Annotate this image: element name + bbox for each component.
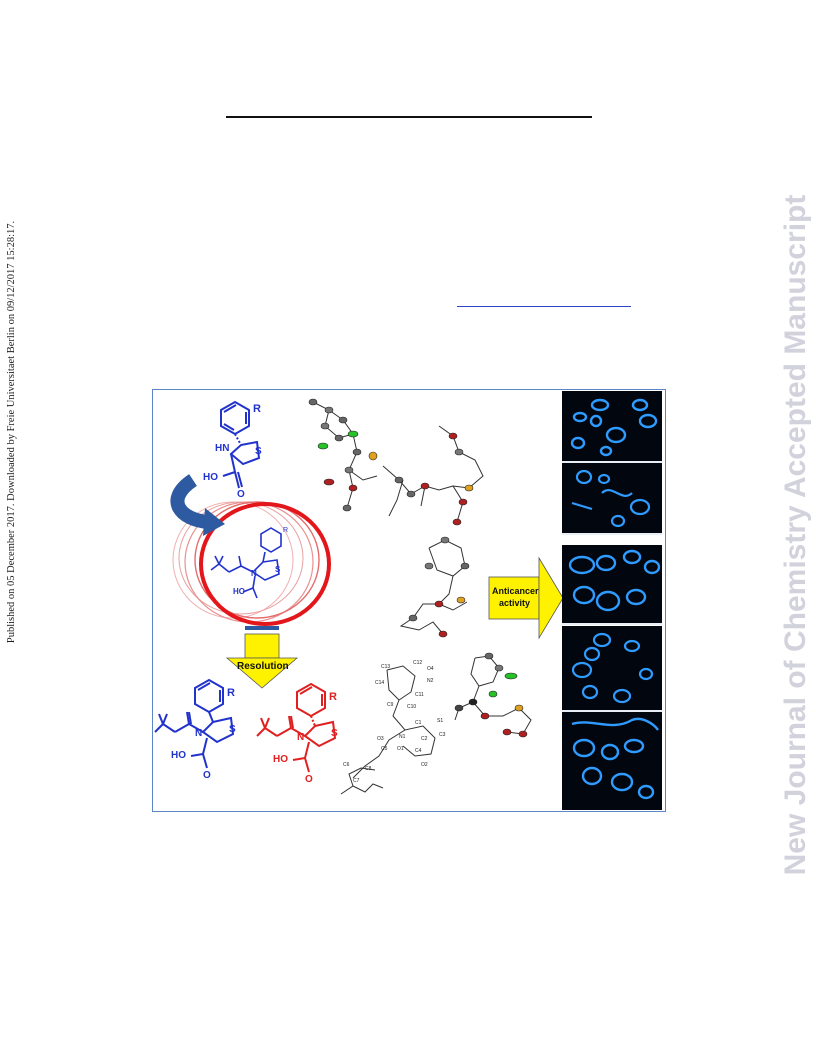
protection-arrow-head	[203, 508, 225, 536]
microscopy-separator-3	[562, 623, 662, 625]
crystal-atoms	[308, 398, 528, 738]
atom-c2: C2	[421, 736, 428, 742]
resolution-label: Resolution	[237, 661, 289, 672]
anticancer-label-line1: Anticancer	[492, 586, 539, 596]
red-enantiomer-structure	[256, 682, 337, 773]
atom-c10: C10	[407, 704, 416, 710]
s-label-mid: S	[275, 565, 281, 574]
starting-thiazolidine-structure	[220, 400, 261, 489]
atom-n1: N1	[399, 734, 406, 740]
ho-label-mid: HO	[233, 587, 245, 596]
ho-label-blue: HO	[171, 750, 186, 761]
n-label-mid: N	[251, 569, 257, 578]
o-label-top: O	[237, 489, 245, 500]
o-label-blue: O	[203, 770, 211, 781]
hyperlink-underline[interactable]	[457, 306, 631, 307]
microscopy-panel-3	[562, 545, 662, 623]
atom-c6: C6	[343, 762, 350, 768]
atom-o2: O2	[421, 762, 428, 768]
s-label-red: S	[331, 728, 338, 739]
protection-arrow	[170, 474, 209, 529]
phenyl-ring	[220, 400, 250, 436]
accepted-manuscript-watermark: New Journal of Chemistry Accepted Manusc…	[779, 194, 812, 876]
microscopy-separator-4	[562, 710, 662, 712]
microscopy-panel-2	[562, 463, 662, 533]
graphical-abstract-figure: R HN S HO O	[152, 389, 666, 812]
s-label-blue: S	[229, 724, 236, 735]
atom-c4: C4	[415, 748, 422, 754]
ho-label-top: HO	[203, 472, 218, 483]
n-label-blue: N	[195, 728, 202, 739]
atom-c13: C13	[381, 664, 390, 670]
atom-o3: O3	[377, 736, 384, 742]
o-label-red: O	[305, 774, 313, 785]
atom-c9: C9	[387, 702, 394, 708]
publication-side-note: Published on 05 December 2017. Downloade…	[6, 220, 17, 644]
atom-c7: C7	[353, 778, 360, 784]
r-label-red: R	[329, 691, 337, 703]
atom-o4: O4	[427, 666, 434, 672]
s-label-top: S	[255, 446, 262, 457]
blue-enantiomer-structure	[154, 678, 235, 769]
anticancer-label-line2: activity	[499, 598, 530, 608]
title-rule	[226, 116, 592, 118]
bottom-ortep	[340, 767, 384, 795]
atom-c1: C1	[415, 720, 422, 726]
ho-label-red: HO	[273, 754, 288, 765]
atom-c11: C11	[415, 692, 424, 698]
r-label-mid: R	[283, 527, 288, 534]
n-label-red: N	[297, 732, 304, 743]
figure-drawing: R HN S HO O	[154, 398, 564, 795]
r-label-top: R	[253, 403, 261, 415]
resolution-arrow	[225, 626, 299, 689]
atom-s1: S1	[437, 718, 443, 724]
microscopy-panel-1	[562, 391, 662, 461]
reaction-rings	[172, 501, 331, 626]
microscopy-separator-1	[562, 461, 662, 463]
atom-c12: C12	[413, 660, 422, 666]
atom-labels: C13 C12 C14 C11 C10 N2 O4 C9 C1 N1 O3 C5…	[343, 660, 446, 784]
boc-protected-structure	[210, 527, 282, 599]
microscopy-separator-2	[562, 533, 662, 535]
hn-label: HN	[215, 443, 229, 454]
microscopy-panel-4	[562, 626, 662, 710]
r-label-blue: R	[227, 687, 235, 699]
atom-n2: N2	[427, 678, 434, 684]
atom-c3: C3	[439, 732, 446, 738]
anticancer-arrow	[488, 556, 564, 640]
atom-c5: C5	[381, 746, 388, 752]
atom-c14: C14	[375, 680, 384, 686]
microscopy-panel-5	[562, 712, 662, 810]
atom-o1: O1	[397, 746, 404, 752]
